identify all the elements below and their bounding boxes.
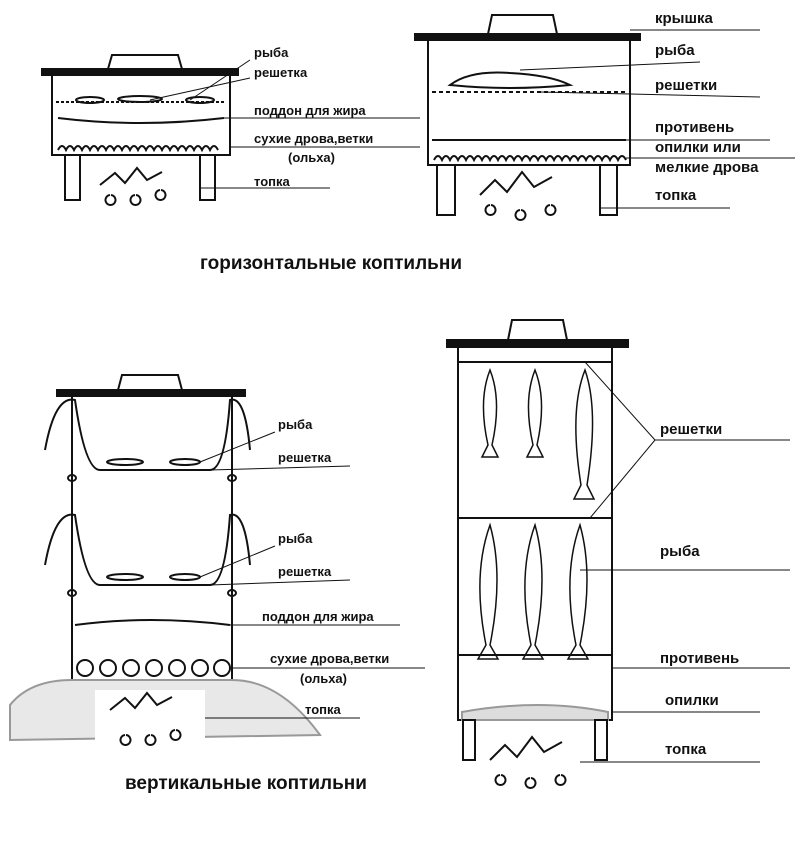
- horizontal-smoker-left: [41, 54, 420, 206]
- label-grate-2: решетка: [278, 564, 332, 579]
- label-fish: рыба: [660, 543, 700, 560]
- label-wood-type: (ольха): [300, 671, 347, 686]
- label-firebox: топка: [254, 174, 290, 189]
- label-tray: противень: [655, 119, 735, 136]
- vertical-smoker-left: [9, 374, 425, 746]
- label-grate: решетка: [254, 65, 308, 80]
- label-firebox: топка: [665, 741, 707, 758]
- label-sawdust: опилки или: [655, 139, 741, 156]
- label-fat-tray: поддон для жира: [254, 103, 366, 118]
- label-lid: крышка: [655, 10, 713, 27]
- horizontal-smoker-right: [414, 14, 795, 221]
- title-horizontal: горизонтальные коптильни: [200, 253, 463, 274]
- label-fat-tray: поддон для жира: [262, 609, 374, 624]
- label-fish: рыба: [254, 45, 289, 60]
- label-sawdust: опилки: [665, 692, 719, 709]
- label-grates: решетки: [655, 77, 718, 94]
- label-firebox: топка: [655, 187, 697, 204]
- label-fish-1: рыба: [278, 417, 313, 432]
- label-wood: сухие дрова,ветки: [254, 131, 374, 146]
- label-tray: противень: [660, 650, 740, 667]
- label-wood: сухие дрова,ветки: [270, 651, 390, 666]
- label-fish: рыба: [655, 42, 695, 59]
- label-grates: решетки: [660, 421, 723, 438]
- label-wood-type: (ольха): [288, 150, 335, 165]
- label-small-wood: мелкие дрова: [655, 159, 759, 176]
- title-vertical: вертикальные коптильни: [125, 773, 367, 794]
- label-firebox: топка: [305, 702, 341, 717]
- label-grate-1: решетка: [278, 450, 332, 465]
- vertical-smoker-right: [446, 319, 790, 789]
- label-fish-2: рыба: [278, 531, 313, 546]
